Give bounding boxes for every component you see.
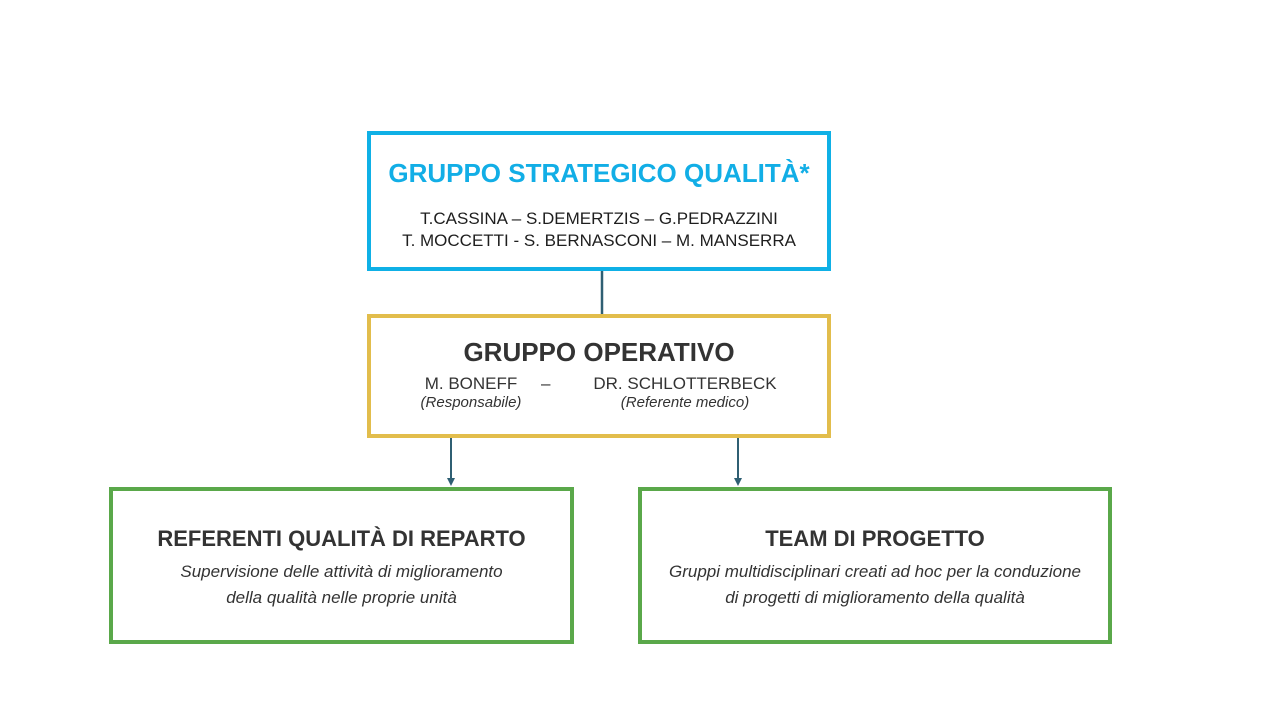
team-description-line-1: Gruppi multidisciplinari creati ad hoc p… xyxy=(669,562,1081,581)
operative-group-title: GRUPPO OPERATIVO xyxy=(463,337,735,367)
strategic-members-line-2: T. MOCCETTI - S. BERNASCONI – M. MANSERR… xyxy=(402,231,796,250)
person-role: (Referente medico) xyxy=(620,394,750,411)
team-title: TEAM DI PROGETTO xyxy=(765,526,985,551)
referenti-title: REFERENTI QUALITÀ DI REPARTO xyxy=(157,526,526,551)
team-description: Gruppi multidisciplinari creati ad hoc p… xyxy=(642,559,1108,611)
referenti-box: REFERENTI QUALITÀ DI REPARTO Supervision… xyxy=(109,487,574,644)
person-name: DR. SCHLOTTERBECK xyxy=(593,374,777,393)
team-box: TEAM DI PROGETTO Gruppi multidisciplinar… xyxy=(638,487,1112,644)
referenti-description-line-1: Supervisione delle attività di miglioram… xyxy=(180,562,503,581)
operative-group-box: GRUPPO OPERATIVO M. BONEFF (Responsabile… xyxy=(367,314,831,438)
referenti-description: Supervisione delle attività di miglioram… xyxy=(113,559,570,611)
referenti-description-line-2: della qualità nelle proprie unità xyxy=(226,588,457,607)
operative-person-referente-medico: DR. SCHLOTTERBECK (Referente medico) xyxy=(577,374,793,412)
team-description-line-2: di progetti di miglioramento della quali… xyxy=(725,588,1025,607)
person-separator: – xyxy=(541,374,551,393)
strategic-group-members: T.CASSINA – S.DEMERTZIS – G.PEDRAZZINI T… xyxy=(371,208,827,252)
operative-person-responsabile: M. BONEFF (Responsabile) xyxy=(411,374,531,412)
strategic-members-line-1: T.CASSINA – S.DEMERTZIS – G.PEDRAZZINI xyxy=(420,209,778,228)
strategic-group-title: GRUPPO STRATEGICO QUALITÀ* xyxy=(388,158,810,188)
strategic-group-box: GRUPPO STRATEGICO QUALITÀ* T.CASSINA – S… xyxy=(367,131,831,271)
person-role: (Responsabile) xyxy=(420,394,522,411)
person-name: M. BONEFF xyxy=(424,374,518,393)
